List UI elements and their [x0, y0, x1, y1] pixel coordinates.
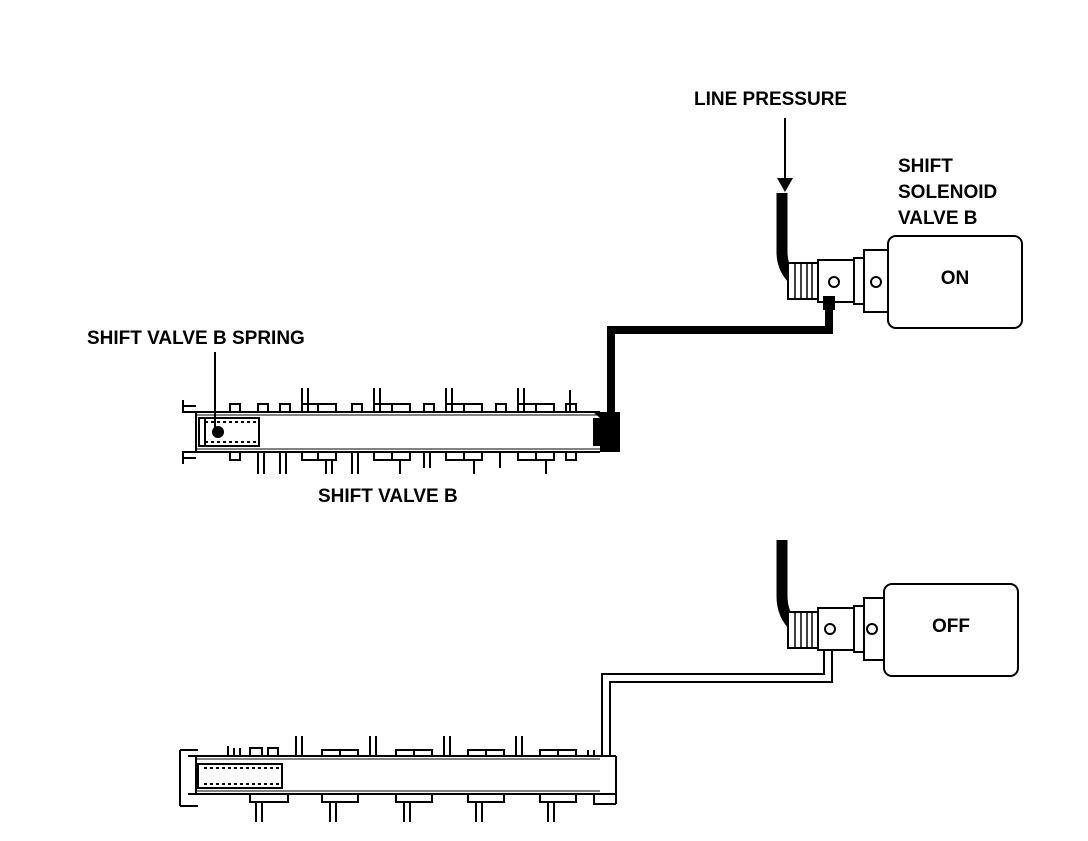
line-pressure-label: LINE PRESSURE [694, 89, 848, 110]
solenoid-body-bottom [883, 583, 1019, 677]
signal-pipe-bottom [601, 650, 833, 756]
solenoid-body-top [887, 235, 1023, 329]
shift-valve-b-top [182, 388, 600, 474]
spring-leader-dot [212, 426, 224, 438]
solenoid-title-line1: SHIFT [898, 156, 953, 177]
shift-solenoid-b-top [787, 235, 1023, 329]
shift-solenoid-b-bottom [787, 583, 1019, 677]
solenoid-state-on: ON [940, 268, 970, 289]
shift-valve-b-spring-label: SHIFT VALVE B SPRING [87, 328, 305, 349]
top-assembly [182, 118, 1023, 474]
line-pressure-arrow [777, 118, 793, 192]
solenoid-title-line2: SOLENOID [898, 182, 998, 203]
bottom-assembly [179, 540, 1019, 822]
solenoid-title-line3: VALVE B [898, 208, 978, 229]
solenoid-state-off: OFF [932, 616, 970, 637]
signal-pipe-top [607, 300, 833, 412]
shift-valve-b-bottom [179, 736, 617, 822]
shift-valve-b-label: SHIFT VALVE B [318, 486, 458, 507]
